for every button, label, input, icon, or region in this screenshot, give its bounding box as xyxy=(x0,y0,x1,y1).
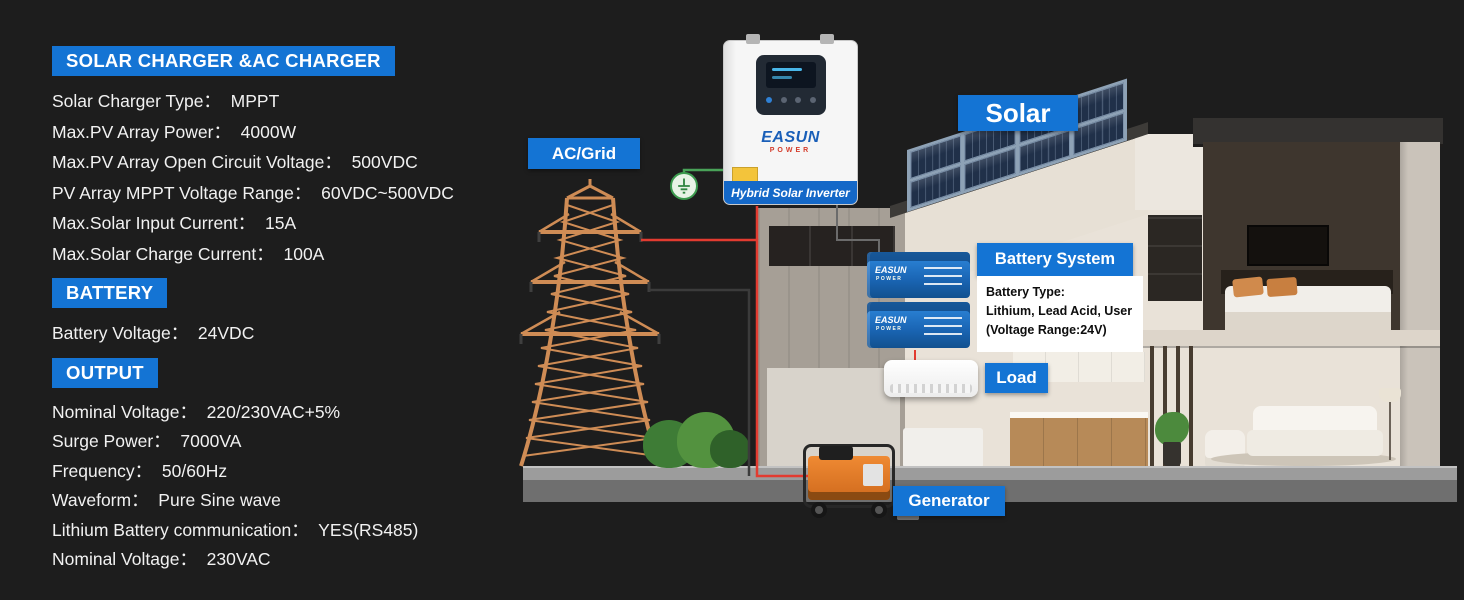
spec-line: Max.PV Array Open Circuit Voltage： 500VD… xyxy=(52,152,418,172)
spec-line: Max.PV Array Power： 4000W xyxy=(52,121,297,142)
system-diagram: EASUN POWER Hybrid Solar Inverter EASUN … xyxy=(505,0,1464,600)
spec-panel: SOLAR CHARGER &AC CHARGER Solar Charger … xyxy=(0,0,505,600)
battery-info-line: Battery Type: xyxy=(986,285,1065,299)
tv-screen xyxy=(1247,225,1329,266)
battery-unit: EASUN POWER xyxy=(867,252,970,298)
generator-engine xyxy=(819,446,853,460)
house-gable-wall xyxy=(1135,134,1205,210)
spec-line: Battery Voltage： 24VDC xyxy=(52,323,255,343)
generator-frame xyxy=(803,444,895,508)
bed-blanket xyxy=(1225,312,1391,330)
inverter-buttons xyxy=(766,97,816,103)
mount-bracket xyxy=(746,34,760,44)
mount-bracket xyxy=(820,34,834,44)
pillow xyxy=(1232,276,1264,298)
battery-spec-sticker xyxy=(924,267,962,287)
generator-wheel xyxy=(871,502,887,518)
plant-icon xyxy=(1155,412,1189,446)
generator xyxy=(803,444,895,518)
output-spec-group: Nominal Voltage： 220/230VAC+5% Surge Pow… xyxy=(52,398,505,575)
section-header-output: OUTPUT xyxy=(52,357,158,388)
flat-roof xyxy=(1193,118,1443,144)
spec-line: Max.Solar Input Current： 15A xyxy=(52,213,297,233)
spec-line: Solar Charger Type： MPPT xyxy=(52,91,280,111)
label-battery-system: Battery System xyxy=(977,243,1133,276)
spec-line: Nominal Voltage： 230VAC xyxy=(52,549,271,569)
cabinet xyxy=(903,428,983,468)
bush-icon xyxy=(710,430,750,468)
inverter-display-panel xyxy=(756,55,826,115)
spec-line: PV Array MPPT Voltage Range： 60VDC~500VD… xyxy=(52,182,454,203)
battery-info-line: (Voltage Range:24V) xyxy=(986,322,1107,337)
spec-line: Frequency： 50/60Hz xyxy=(52,460,228,481)
label-load: Load xyxy=(985,363,1048,393)
spec-line: Surge Power： 7000VA xyxy=(52,431,242,451)
battery-unit: EASUN POWER xyxy=(867,302,970,348)
battery-brand-sub: POWER xyxy=(876,326,903,332)
generator-outlet-panel xyxy=(863,464,883,486)
warning-sticker-icon xyxy=(732,167,758,182)
hybrid-inverter: EASUN POWER Hybrid Solar Inverter xyxy=(723,34,858,205)
spec-line: Waveform： Pure Sine wave xyxy=(52,490,281,510)
inverter-brand-sub: POWER xyxy=(769,147,812,154)
spec-line: Max.Solar Charge Current： 100A xyxy=(52,243,325,264)
spec-line: Lithium Battery communication： YES(RS485… xyxy=(52,519,419,540)
battery-spec-sticker xyxy=(924,317,962,337)
battery-info-line: Lithium, Lead Acid, User xyxy=(986,303,1133,318)
sofa-seat xyxy=(1247,430,1383,456)
spec-line: Nominal Voltage： 220/230VAC+5% xyxy=(52,401,341,422)
plant-pot xyxy=(1163,442,1181,466)
earth-ground-icon xyxy=(670,172,698,200)
floor-slab xyxy=(1130,330,1440,346)
generator-wheel xyxy=(811,502,827,518)
battery-brand-label: EASUN xyxy=(875,265,907,275)
battery-info-box: Battery Type: Lithium, Lead Acid, User (… xyxy=(977,276,1143,352)
sofa xyxy=(1253,406,1377,434)
air-conditioner xyxy=(884,360,978,397)
kitchen-counter xyxy=(1010,412,1148,418)
label-solar: Solar xyxy=(958,95,1078,131)
inverter-brand-logo: EASUN xyxy=(761,129,820,146)
battery-brand-sub: POWER xyxy=(876,276,903,282)
label-ac-grid: AC/Grid xyxy=(528,138,640,169)
house-right-wall xyxy=(1400,142,1440,478)
stair-window xyxy=(1148,215,1202,301)
section-header-battery: BATTERY xyxy=(52,278,168,308)
label-generator: Generator xyxy=(893,486,1005,516)
section-header-solar-charger: SOLAR CHARGER &AC CHARGER xyxy=(52,46,395,76)
lamp-shade xyxy=(1379,388,1401,402)
screen-readout-bar xyxy=(772,76,792,79)
battery-brand-label: EASUN xyxy=(875,315,907,325)
floor-lamp xyxy=(1389,398,1391,460)
inverter-model-band: Hybrid Solar Inverter xyxy=(724,181,857,204)
screen-readout-bar xyxy=(772,68,802,71)
inverter-screen xyxy=(766,62,816,88)
kitchen-lower-cabinets xyxy=(1010,418,1148,470)
pillow xyxy=(1266,276,1298,298)
ac-vent xyxy=(890,384,972,393)
